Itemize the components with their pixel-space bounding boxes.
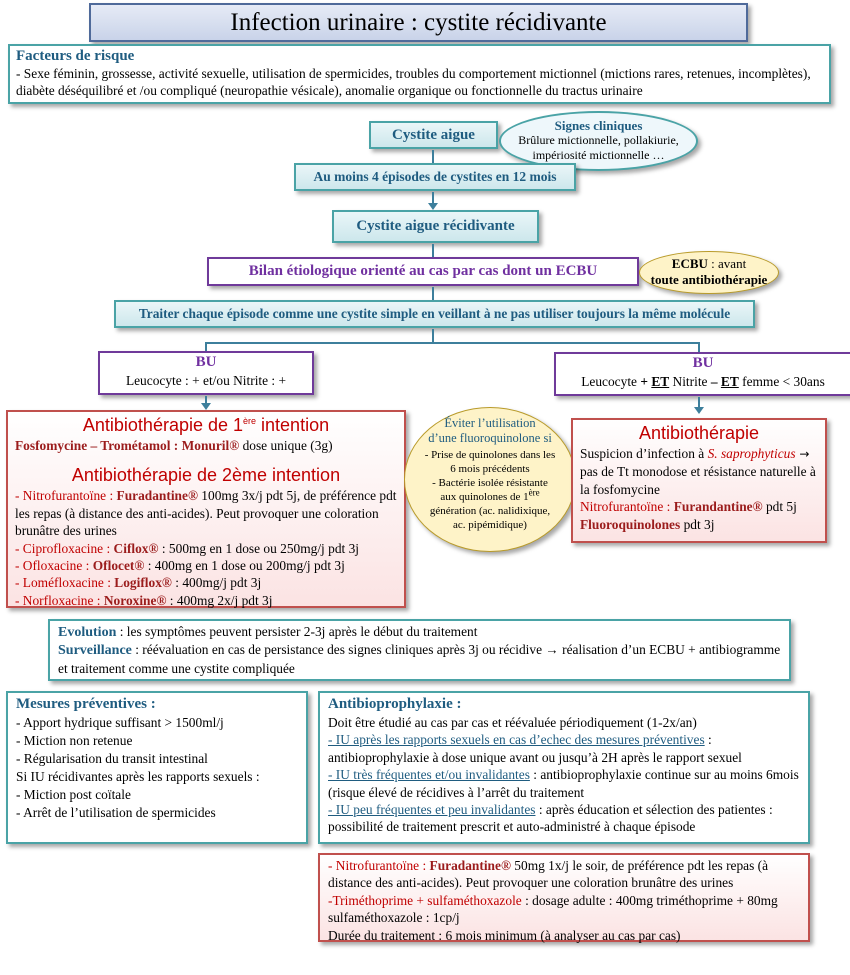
evolution-box: Evolution : les symptômes peuvent persis… [48,619,791,681]
first-line-heading: Antibiothérapie de 1ère intention [82,415,330,435]
cystite-aigue-box: Cystite aigue [369,121,498,149]
prophylaxis-heading: Antibioprophylaxie : [328,696,462,712]
evolution-line: Evolution : les symptômes peuvent persis… [58,624,478,640]
prevention-item: - Miction post coïtale [16,787,131,802]
prevention-heading: Mesures préventives : [16,696,156,712]
ecbu-note-bubble: ECBU : avant toute antibiothérapie [639,251,779,294]
right-fluoroquinolone-line: Fluoroquinolones pdt 3j [580,516,715,532]
prevention-item: Si IU récidivantes après les rapports se… [16,769,260,784]
antibiotherapy-right-box: Antibiothérapie Suspicion d’infection à … [571,418,827,543]
second-line-heading: Antibiothérapie de 2ème intention [71,465,341,486]
clinical-signs-line1: Brûlure mictionnelle, pollakiurie, [518,133,679,147]
bu-right-text: Leucocyte + ET Nitrite – ET femme < 30an… [581,374,825,389]
bilan-box: Bilan étiologique orienté au cas par cas… [207,257,639,286]
page-title: Infection urinaire : cystite récidivante [89,3,748,42]
treat-each-episode-box: Traiter chaque épisode comme une cystite… [114,300,755,328]
prophylaxis-regimen-box: - Nitrofurantoïne : Furadantine® 50mg 1x… [318,853,810,943]
risk-factors-heading: Facteurs de risque [16,48,135,64]
avoid-bullet-2: - Bactérie isolée résistante aux quinolo… [429,477,551,531]
avoid-heading-2: d’une fluoroquinolone si [428,431,552,445]
clinical-signs-line2: impériosité mictionnelle … [532,148,665,162]
prevention-item: - Régularisation du transit intestinal [16,751,208,766]
prevention-item: - Arrêt de l’utilisation de spermicides [16,805,216,820]
prophylaxis-case-b: - IU très fréquentes et/ou invalidantes … [328,767,799,800]
treat-each-episode-label: Traiter chaque épisode comme une cystite… [138,306,731,321]
risk-factors-box: Facteurs de risque - Sexe féminin, gross… [8,44,831,104]
ecbu-note-line1: ECBU : avant [671,256,747,271]
episodes-label: Au moins 4 épisodes de cystites en 12 mo… [313,169,557,184]
saprophyticus-line: Suspicion d’infection à S. saprophyticus… [580,446,816,497]
prophylaxis-box: Antibioprophylaxie : Doit être étudié au… [318,691,810,844]
regimen-nitrofurantoin: - Nitrofurantoïne : Furadantine® 50mg 1x… [328,858,769,891]
prevention-item: - Apport hydrique suffisant > 1500ml/j [16,715,224,730]
ciprofloxacin-line: - Ciprofloxacine : Ciflox® : 500mg en 1 … [15,540,359,556]
prophylaxis-intro: Doit être étudié au cas par cas et rééva… [328,715,697,730]
bu-left-text: Leucocyte : + et/ou Nitrite : + [125,373,287,388]
lomefloxacin-line: - Loméfloxacine : Logiflox® : 400mg/j pd… [15,575,262,591]
prevention-box: Mesures préventives : - Apport hydrique … [6,691,308,844]
prophylaxis-case-a: - IU après les rapports sexuels en cas d… [328,732,742,765]
surveillance-line: Surveillance : réévaluation en cas de pe… [58,642,781,676]
antibiotherapy-right-heading: Antibiothérapie [638,423,760,443]
clinical-signs-bubble: Signes cliniques Brûlure mictionnelle, p… [499,111,698,171]
antibiotherapy-left-box: Antibiothérapie de 1ère intention Fosfom… [6,410,406,608]
regimen-trimethoprim: -Triméthoprime + sulfaméthoxazole : dosa… [328,892,778,926]
avoid-fluoroquinolone-bubble: Éviter l’utilisation d’une fluoroquinolo… [404,407,576,552]
bilan-label: Bilan étiologique orienté au cas par cas… [248,263,598,279]
recurrent-cystitis-label: Cystite aigue récidivante [356,218,515,234]
ofloxacin-line: - Ofloxacine : Oflocet® : 400mg en 1 dos… [15,558,345,574]
bu-left-box: BU Leucocyte : + et/ou Nitrite : + [98,351,314,395]
right-nitrofurantoin-line: Nitrofurantoïne : Furandantine® pdt 5j [580,499,797,515]
norfloxacin-line: - Norfloxacine : Noroxine® : 400mg 2x/j … [15,592,273,608]
cystite-aigue-label: Cystite aigue [392,127,475,143]
nitrofurantoin-line: - Nitrofurantoïne : Furadantine® 100mg 3… [15,488,397,539]
bu-right-box: BU Leucocyte + ET Nitrite – ET femme < 3… [554,352,850,396]
regimen-duration: Durée du traitement : 6 mois minimum (à … [328,927,681,943]
recurrent-cystitis-box: Cystite aigue récidivante [332,210,539,243]
clinical-signs-heading: Signes cliniques [554,118,643,133]
prevention-item: - Miction non retenue [16,733,133,748]
ecbu-note-line2: toute antibiothérapie [650,272,768,287]
avoid-heading-1: Éviter l’utilisation [444,416,536,430]
prophylaxis-case-c: - IU peu fréquentes et peu invalidantes … [328,802,773,835]
bu-left-heading: BU [195,354,217,370]
risk-factors-text: - Sexe féminin, grossesse, activité sexu… [16,66,811,99]
episodes-box: Au moins 4 épisodes de cystites en 12 mo… [294,163,576,191]
avoid-bullet-1: - Prise de quinolones dans les 6 mois pr… [424,449,556,475]
first-line-treatment: Fosfomycine – Trométamol : Monuril® dose… [15,438,333,453]
page-title-text: Infection urinaire : cystite récidivante [230,9,607,36]
bu-right-heading: BU [692,355,714,371]
